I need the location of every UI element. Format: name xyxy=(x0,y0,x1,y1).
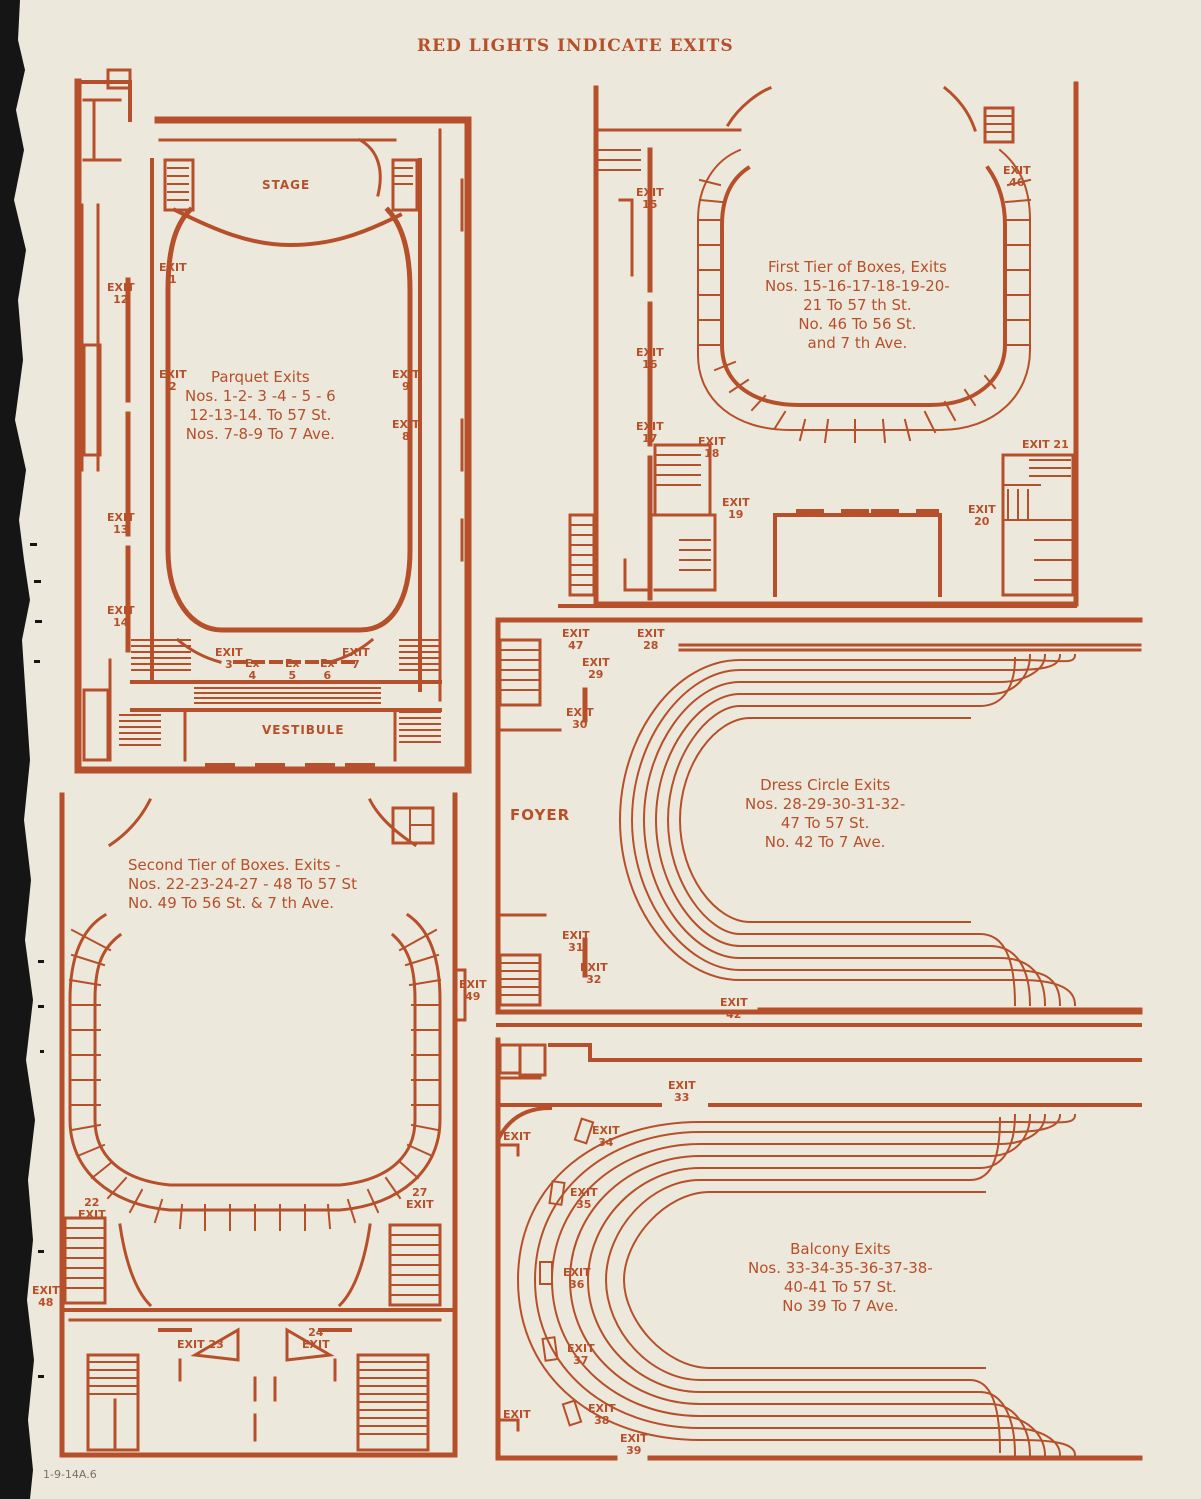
page-title: RED LIGHTS INDICATE EXITS xyxy=(417,36,734,56)
vestibule-label: VESTIBULE xyxy=(262,723,345,737)
exit-label: EXIT 28 xyxy=(637,627,665,652)
exit-label: EXIT 14 xyxy=(107,604,135,629)
exit-label: EXIT 3 xyxy=(215,646,243,671)
exit-label: EXIT 33 xyxy=(668,1079,696,1104)
first-tier-box-dividers xyxy=(697,178,1032,444)
exit-label: EXIT 18 xyxy=(698,435,726,460)
exit-label: EXIT 8 xyxy=(392,418,420,443)
balcony-exit-boxes xyxy=(539,1117,595,1427)
exit-label: EXIT 9 xyxy=(392,368,420,393)
pencil-annotation: 1-9-14A.6 xyxy=(43,1468,97,1481)
exit-label: Ex 6 xyxy=(320,657,335,682)
exit-label: EXIT 21 xyxy=(1022,438,1069,451)
exit-label: EXIT xyxy=(503,1130,531,1143)
second-tier-plan xyxy=(59,792,467,1458)
exit-label: EXIT 23 xyxy=(177,1338,224,1351)
foyer-label: FOYER xyxy=(510,806,571,824)
exit-label: 22 EXIT xyxy=(78,1196,106,1221)
exit-label: EXIT 16 xyxy=(636,346,664,371)
dress-circle-plan xyxy=(495,604,1143,1015)
exit-label: EXIT 46 xyxy=(1003,164,1031,189)
parquet-exits-caption: Parquet Exits Nos. 1-2- 3 -4 - 5 - 6 12-… xyxy=(185,368,336,443)
exit-label: EXIT 20 xyxy=(968,503,996,528)
exit-label: EXIT xyxy=(503,1408,531,1421)
exit-label: 27 EXIT xyxy=(406,1186,434,1211)
exit-label: EXIT 1 xyxy=(159,261,187,286)
exit-label: EXIT 12 xyxy=(107,281,135,306)
exit-label: EXIT 34 xyxy=(592,1124,620,1149)
dress-circle-exits-caption: Dress Circle Exits Nos. 28-29-30-31-32- … xyxy=(745,776,906,851)
exit-label: EXIT 39 xyxy=(620,1432,648,1457)
exit-label: Ex 4 xyxy=(245,657,260,682)
exit-label: EXIT 31 xyxy=(562,929,590,954)
balcony-plan xyxy=(495,1023,1143,1461)
exit-label: EXIT 17 xyxy=(636,420,664,445)
exit-label: EXIT 32 xyxy=(580,961,608,986)
exit-label: EXIT 30 xyxy=(566,706,594,731)
exit-label: EXIT 13 xyxy=(107,511,135,536)
exit-label: EXIT 42 xyxy=(720,996,748,1021)
exit-label: EXIT 35 xyxy=(570,1186,598,1211)
second-tier-box-dividers xyxy=(68,928,442,1231)
exit-label: EXIT 15 xyxy=(636,186,664,211)
exit-label: EXIT 29 xyxy=(582,656,610,681)
torn-edge xyxy=(0,0,44,1499)
second-tier-exits-caption: Second Tier of Boxes. Exits - Nos. 22-23… xyxy=(128,856,357,912)
exit-label: EXIT 49 xyxy=(459,978,487,1003)
exit-label: EXIT 38 xyxy=(588,1402,616,1427)
dress-circle-rows xyxy=(618,653,1077,1007)
stage-label: STAGE xyxy=(262,178,311,192)
exit-label: EXIT 47 xyxy=(562,627,590,652)
exit-label: 24 EXIT xyxy=(302,1326,330,1351)
parquet-plan xyxy=(74,68,472,774)
exit-label: EXIT 2 xyxy=(159,368,187,393)
exit-label: Ex 5 xyxy=(285,657,300,682)
exit-label: EXIT 48 xyxy=(32,1284,60,1309)
exit-label: EXIT 7 xyxy=(342,646,370,671)
exit-label: EXIT 36 xyxy=(563,1266,591,1291)
exit-label: EXIT 19 xyxy=(722,496,750,521)
balcony-rows xyxy=(516,1113,1077,1457)
balcony-exits-caption: Balcony Exits Nos. 33-34-35-36-37-38- 40… xyxy=(748,1240,933,1315)
first-tier-exits-caption: First Tier of Boxes, Exits Nos. 15-16-17… xyxy=(765,258,950,352)
exit-label: EXIT 37 xyxy=(567,1342,595,1367)
